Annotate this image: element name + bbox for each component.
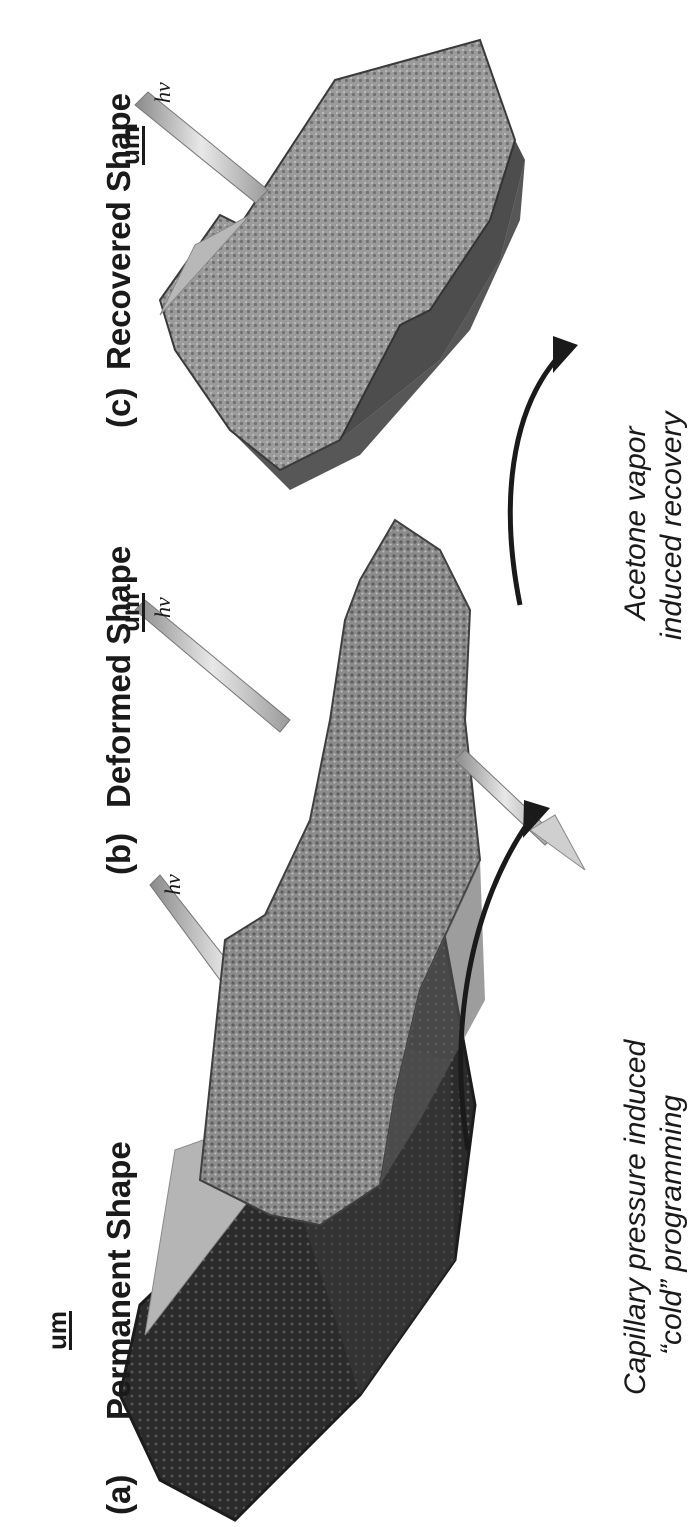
panel-a-letter: (a) xyxy=(100,1475,138,1515)
process-caption-programming: Capillary pressure induced“cold” program… xyxy=(618,1040,690,1395)
panel-c-letter: (c) xyxy=(100,388,138,428)
light-beam-arrow-c xyxy=(135,92,268,203)
curved-arrow-bc xyxy=(510,355,560,605)
panel-a-title: Permanent Shape xyxy=(100,1141,138,1420)
panel-b-scale-label: um xyxy=(115,593,146,632)
panel-b-title: Deformed Shape xyxy=(100,546,138,808)
panel-b-letter: (b) xyxy=(100,833,138,875)
process-caption-recovery-line1: Acetone vapor xyxy=(618,412,654,640)
process-caption-recovery-line2: induced recovery xyxy=(654,412,690,640)
panel-c-scale-label: um xyxy=(115,126,146,165)
panel-a-light-label: hv xyxy=(160,874,186,895)
process-caption-programming-line1: Capillary pressure induced xyxy=(618,1040,654,1395)
panel-c-light-label: hv xyxy=(150,82,176,103)
panel-b-light-label: hv xyxy=(150,597,176,618)
light-beam-arrow-b xyxy=(135,600,290,732)
curved-arrow-bc-head xyxy=(553,336,578,373)
panel-a-scale-label: um xyxy=(42,1311,73,1350)
process-caption-programming-line2: “cold” programming xyxy=(654,1040,690,1395)
